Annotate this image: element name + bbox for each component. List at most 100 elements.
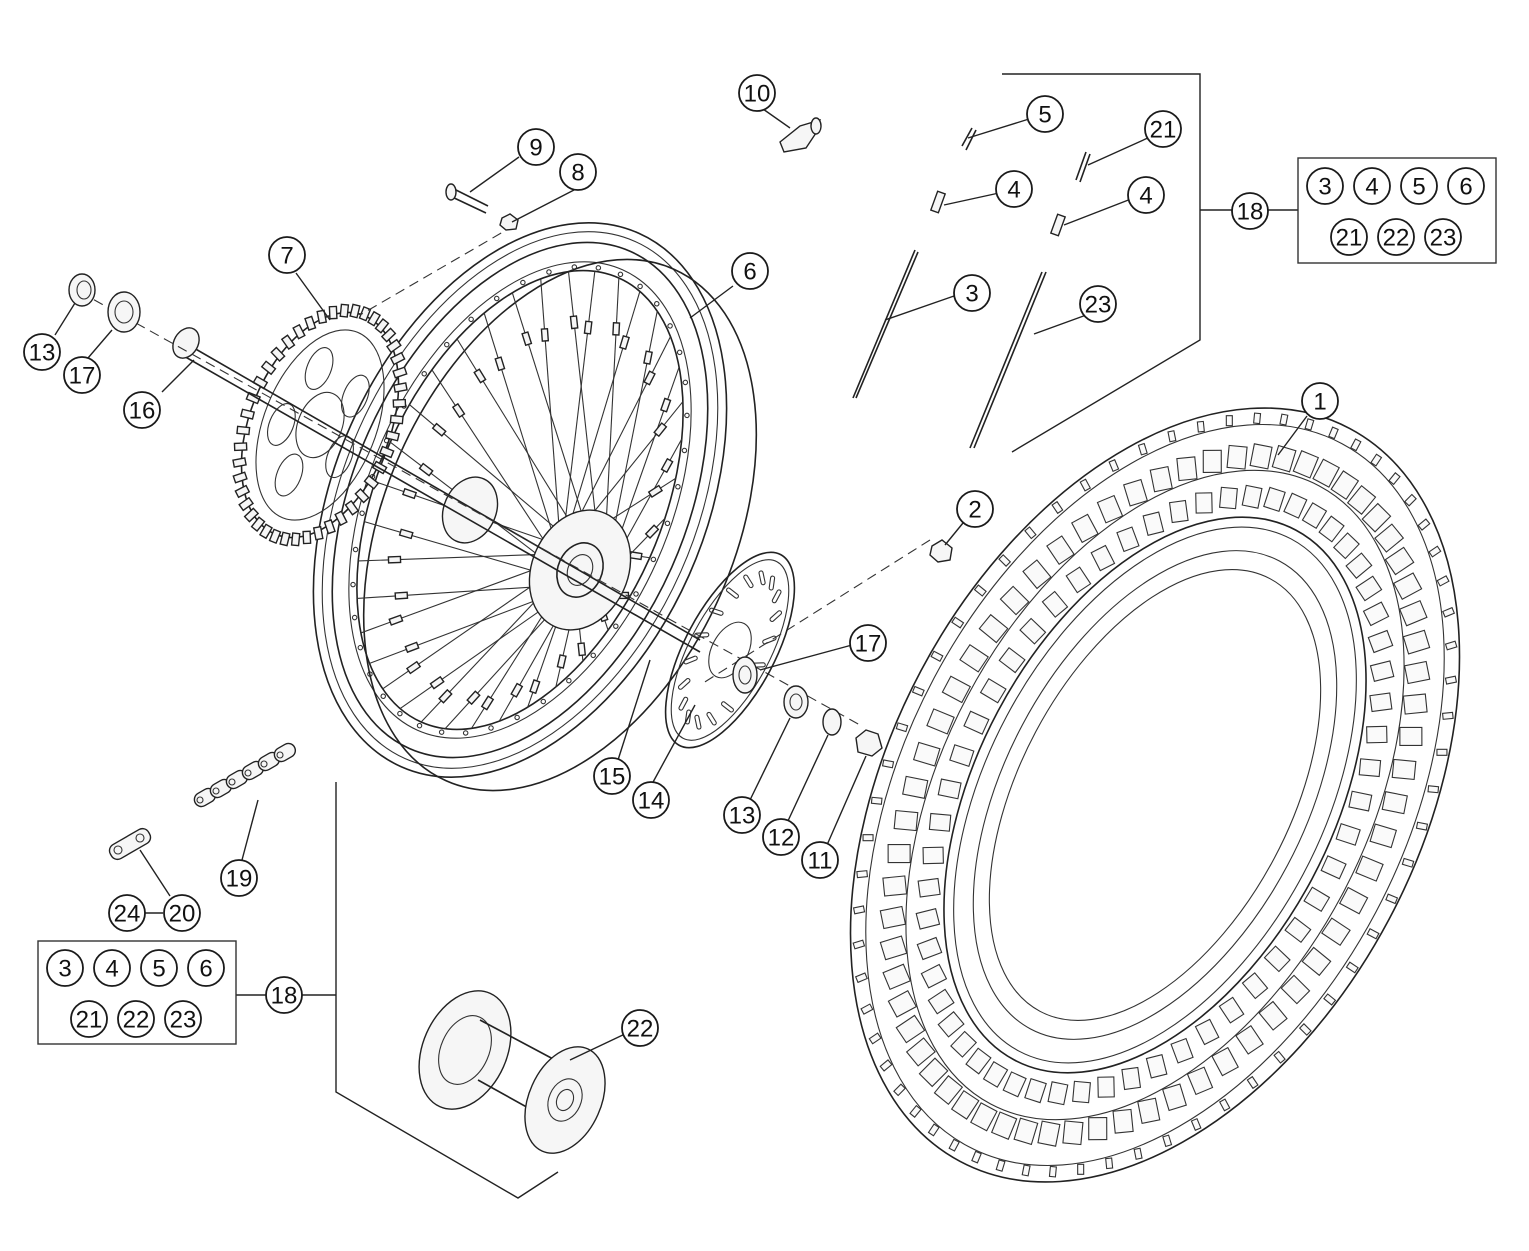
kit-top-item: 4 <box>1353 167 1391 205</box>
tread-block <box>1088 1117 1108 1141</box>
spokes <box>357 271 684 730</box>
kit-item-label: 3 <box>1318 174 1331 201</box>
kit-item-label: 5 <box>1412 174 1425 201</box>
tread-block <box>893 809 919 832</box>
tread-block <box>1123 478 1149 507</box>
callout-c9: 9 <box>517 128 555 166</box>
kit-top-item: 23 <box>1424 218 1462 256</box>
assembly-axis <box>79 291 861 726</box>
kit-item-label: 23 <box>1430 225 1457 252</box>
kit-bottom-item: 23 <box>164 1000 202 1038</box>
tread-block <box>959 643 989 673</box>
callout-label: 19 <box>226 866 253 893</box>
callout-label: 16 <box>129 398 156 425</box>
tread-block <box>1137 1097 1161 1124</box>
callout-label: 4 <box>1139 183 1152 210</box>
kit-bottom-item: 4 <box>93 949 131 987</box>
tread-block <box>1399 726 1423 747</box>
tread-block <box>1374 523 1405 553</box>
kit-item-label: 5 <box>152 956 165 983</box>
callout-label: 2 <box>968 497 981 524</box>
callout-label: 21 <box>1150 117 1177 144</box>
tread-block <box>902 775 929 799</box>
callout-c3: 3 <box>953 274 991 312</box>
disc-bolt <box>929 539 953 563</box>
tread-block <box>1249 443 1273 470</box>
callout-label: 18 <box>1237 199 1264 226</box>
sprocket <box>232 303 408 547</box>
kit-bracket-bottom <box>335 782 559 1199</box>
kit-item-label: 4 <box>105 956 118 983</box>
tread-block <box>970 1102 998 1132</box>
tread-block <box>1149 466 1173 493</box>
callout-label: 4 <box>1007 177 1020 204</box>
tread-block <box>1346 484 1377 515</box>
tread-block <box>978 613 1009 644</box>
tread-block <box>933 1075 964 1106</box>
leader-lines <box>54 108 1308 1061</box>
tread-block <box>1402 629 1431 655</box>
tyre-valve <box>779 117 822 153</box>
kit-top-item: 21 <box>1330 218 1368 256</box>
callout-label: 14 <box>638 788 665 815</box>
spare-spoke-parts <box>852 127 1091 449</box>
callout-label: 1 <box>1313 389 1326 416</box>
callout-c18b: 18 <box>265 976 303 1014</box>
callout-c8: 8 <box>559 153 597 191</box>
tread-block <box>1211 1046 1239 1077</box>
tread-block <box>882 963 912 991</box>
spacer-right <box>783 685 809 719</box>
tread-block <box>999 585 1030 616</box>
tread-block <box>1384 546 1415 576</box>
tread-block <box>1321 917 1351 947</box>
kit-bottom-item: 3 <box>46 949 84 987</box>
callout-c24: 24 <box>108 894 146 932</box>
tread-block <box>912 741 941 767</box>
bearing-left <box>68 273 96 307</box>
callout-label: 5 <box>1038 102 1051 129</box>
callout-c14: 14 <box>632 781 670 819</box>
callout-c13b: 13 <box>723 796 761 834</box>
tread-block <box>1403 660 1431 685</box>
axle-nut <box>855 729 883 757</box>
chain-master-link <box>108 827 152 861</box>
kit-bottom-item: 5 <box>140 949 178 987</box>
callout-label: 12 <box>768 825 795 852</box>
callout-label: 18 <box>271 983 298 1010</box>
tread-block <box>1235 1024 1264 1055</box>
tread-block <box>1258 1000 1288 1031</box>
tread-block <box>926 708 955 735</box>
tread-block <box>879 935 908 961</box>
tread-block <box>1062 1120 1084 1146</box>
tread-block <box>1202 449 1222 473</box>
tread-block <box>1312 458 1340 488</box>
callout-c15: 15 <box>593 757 631 795</box>
callout-label: 23 <box>1085 292 1112 319</box>
kit-item-label: 6 <box>1459 174 1472 201</box>
nut-axis <box>359 224 516 316</box>
tread-block <box>1280 974 1311 1005</box>
callout-c21: 21 <box>1144 110 1182 148</box>
tread-block <box>1392 572 1423 600</box>
kit-bottom-item: 6 <box>187 949 225 987</box>
kit-item-label: 4 <box>1365 174 1378 201</box>
kit-item-label: 22 <box>1383 225 1410 252</box>
callout-c6: 6 <box>731 252 769 290</box>
callout-c23: 23 <box>1079 285 1117 323</box>
tread-block <box>1226 444 1248 470</box>
tread-block <box>1022 559 1052 590</box>
callout-c11: 11 <box>801 841 839 879</box>
axle <box>172 327 701 653</box>
callout-label: 3 <box>965 281 978 308</box>
callout-label: 9 <box>529 135 542 162</box>
tread-block <box>882 875 908 897</box>
callout-c22: 22 <box>621 1009 659 1047</box>
wheel-hub <box>418 990 606 1154</box>
callout-c17a: 17 <box>63 356 101 394</box>
callout-c13a: 13 <box>23 333 61 371</box>
callout-c20: 20 <box>163 894 201 932</box>
tread-block <box>887 990 918 1018</box>
sprocket-nut <box>499 213 519 231</box>
